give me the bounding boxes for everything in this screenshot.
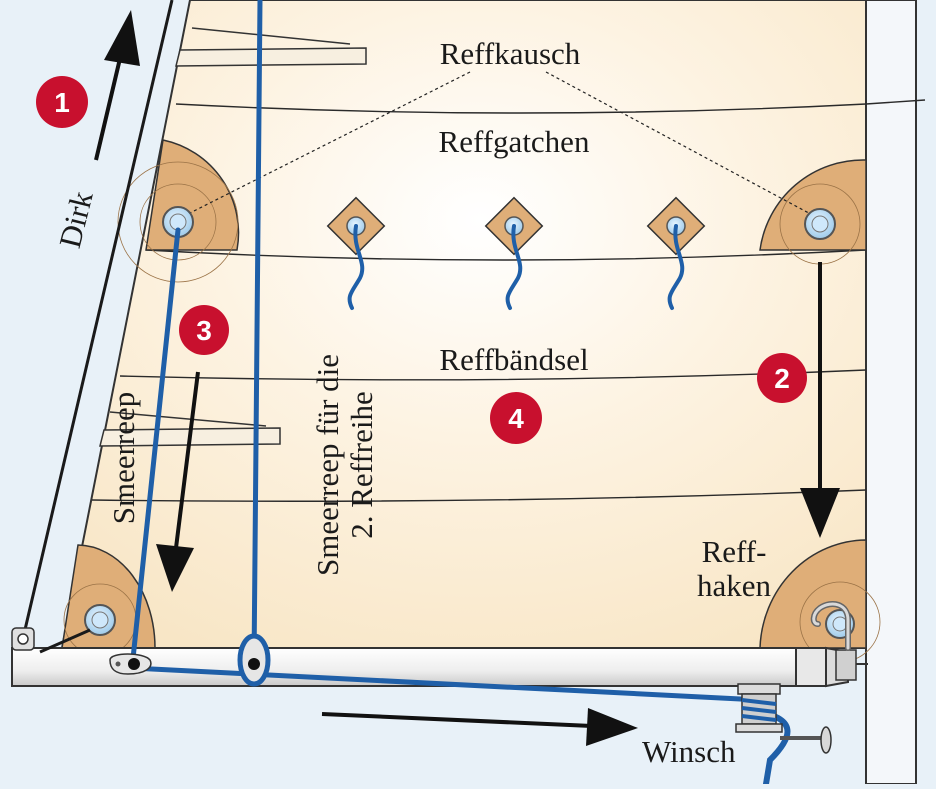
eyelet-icon: [84, 604, 116, 636]
reef-point-1: [326, 196, 386, 310]
eyelet-icon: [804, 208, 836, 240]
mast: [865, 0, 917, 785]
reef-points: [326, 196, 706, 310]
label-reffhaken-line1: Reff-: [702, 534, 767, 569]
step-badge-4: 4: [490, 392, 542, 444]
cheek-block: [109, 653, 152, 675]
arrow-up-icon: [94, 10, 140, 161]
step-badge-2: 2: [757, 353, 807, 403]
label-dirk: Dirk: [52, 187, 100, 251]
patch-leech-upper: [759, 159, 867, 251]
arrow-down-icon: [800, 262, 840, 538]
reef-hook-icon: [810, 601, 851, 651]
label-winsch: Winsch: [642, 734, 736, 769]
reefing-lines: [129, 0, 791, 787]
second-reef-line: [251, 0, 263, 667]
label-smeerreep-2-line1: Smeerreep für die: [310, 354, 345, 576]
svg-text:1: 1: [54, 87, 70, 118]
svg-text:3: 3: [196, 315, 212, 346]
eyelet-icon: [162, 206, 194, 238]
batten-pocket-upper: [175, 27, 367, 67]
svg-text:2: 2: [774, 363, 790, 394]
step-badge-1: 1: [36, 76, 88, 128]
label-reffgatchen: Reffgatchen: [439, 124, 590, 159]
topping-lift-line: [22, 0, 174, 635]
label-reffhaken-line2: haken: [697, 568, 772, 603]
label-reffbaendsel: Reffbändsel: [439, 342, 588, 377]
step-badge-3: 3: [179, 305, 229, 355]
reffkausch-pointer-lines: [179, 71, 819, 219]
reef-point-3: [646, 196, 706, 310]
winch-icon: [735, 683, 832, 754]
second-reef-block: [237, 633, 271, 687]
smeerreep-to-winch: [129, 665, 763, 703]
reef-point-2: [484, 196, 544, 310]
label-smeerreep: Smeerreep: [106, 392, 141, 525]
arrow-down-icon: [156, 371, 200, 592]
smeerreep-line: [129, 227, 181, 671]
label-smeerreep-2-line2: 2. Reffreihe: [344, 391, 379, 538]
gooseneck-fitting: [11, 627, 91, 654]
svg-text:4: 4: [508, 403, 524, 434]
arrow-right-icon: [321, 708, 638, 746]
label-reffkausch: Reffkausch: [440, 36, 581, 71]
